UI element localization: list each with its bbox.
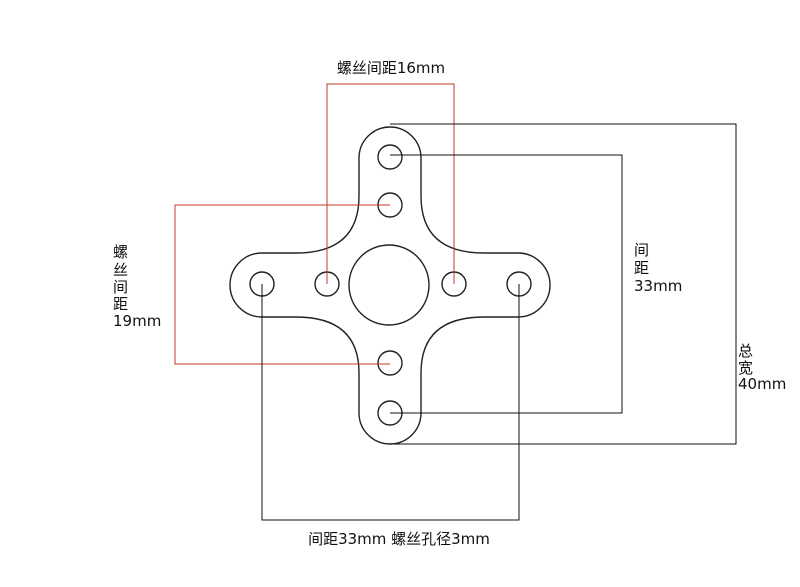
- center-hole: [348, 244, 430, 326]
- dimension-line-total-40mm: [390, 123, 737, 445]
- label-total-line-1: 总: [738, 342, 753, 360]
- label-right-line-2: 距: [634, 259, 649, 277]
- dimension-line-left-19mm: [174, 204, 390, 365]
- label-left-line-1: 螺: [113, 243, 128, 261]
- dimension-line-bottom-33mm: [261, 284, 520, 521]
- label-total-line-3: 40mm: [738, 375, 786, 393]
- mount-plate-outline: [229, 126, 551, 445]
- label-right-line-1: 间: [634, 241, 649, 259]
- screw-hole-bottom-inner: [377, 350, 403, 376]
- label-top-screw-spacing: 螺丝间距16mm: [337, 59, 445, 77]
- screw-hole-top-outer: [377, 144, 403, 170]
- dimension-line-top-16mm: [326, 83, 455, 284]
- label-left-line-5: 19mm: [113, 312, 161, 330]
- label-right-line-3: 33mm: [634, 277, 682, 295]
- label-total-line-2: 宽: [738, 359, 753, 377]
- label-bottom-spacing: 间距33mm 螺丝孔径3mm: [308, 530, 490, 548]
- label-left-line-2: 丝: [113, 261, 128, 279]
- label-left-line-4: 距: [113, 295, 128, 313]
- dimension-line-right-33mm: [390, 154, 623, 414]
- label-left-line-3: 间: [113, 278, 128, 296]
